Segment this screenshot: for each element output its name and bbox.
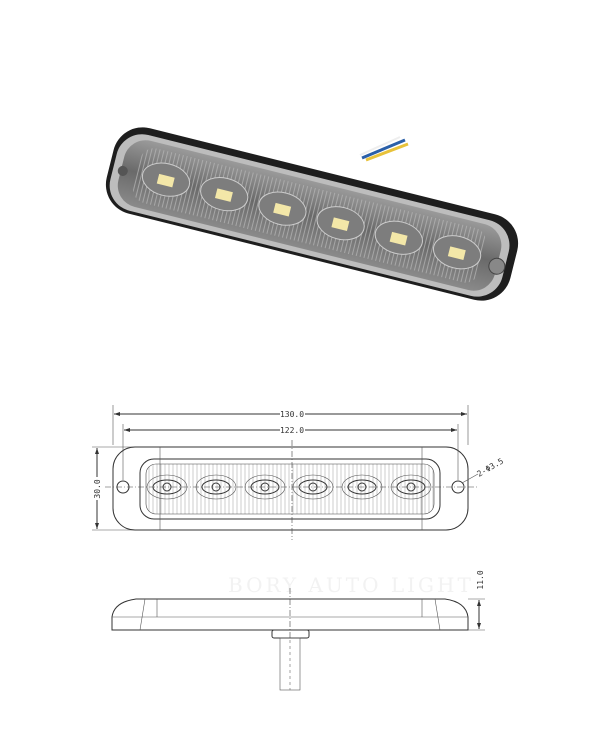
watermark: BORY AUTO LIGHT xyxy=(228,573,474,597)
side-view-drawing: 11.0 xyxy=(111,570,485,691)
led-modules xyxy=(141,162,482,270)
dim-height: 30.0 xyxy=(93,479,102,498)
dim-overall-length: 130.0 xyxy=(280,410,304,419)
dim-hole-spacing: 122.0 xyxy=(280,426,304,435)
dim-holes: 2-Φ3.5 xyxy=(476,456,506,478)
product-photo xyxy=(105,127,519,301)
dim-thickness: 11.0 xyxy=(476,570,485,589)
mount-hole-right xyxy=(488,257,506,275)
front-view-drawing: 130.0 122.0 30.0 2-Φ3.5 xyxy=(92,405,505,540)
led-outlines xyxy=(146,474,432,500)
wires xyxy=(359,136,409,162)
mount-hole-left xyxy=(117,165,128,176)
